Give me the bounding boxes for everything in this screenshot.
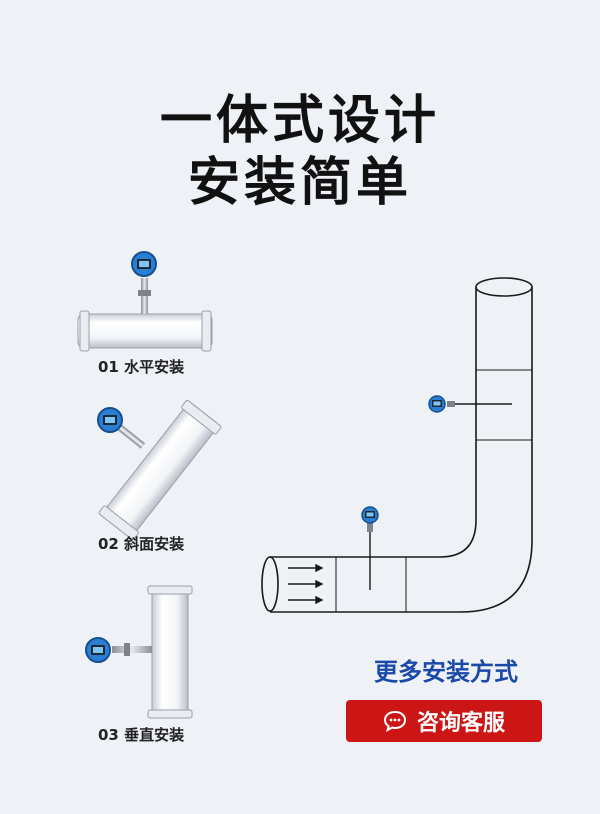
transmitter-head-icon [361,506,379,532]
horizontal-install-illustration [77,251,213,352]
consult-service-button[interactable]: 咨询客服 [346,700,542,742]
flow-arrows [288,563,324,605]
l-pipe-flow-diagram [261,277,533,613]
more-install-methods-link[interactable]: 更多安装方式 [374,658,518,686]
method-label-horizontal: 01 水平安装 [98,358,185,376]
transmitter-head-icon [131,251,157,277]
consult-service-label: 咨询客服 [416,711,505,736]
transmitter-head-icon [85,637,111,663]
headline-line-2: 安装简单 [187,153,412,213]
headline-line-1: 一体式设计 [159,91,440,151]
method-label-vertical: 03 垂直安装 [98,726,185,744]
inclined-install-illustration [97,400,222,540]
method-label-inclined: 02 斜面安装 [98,535,185,553]
transmitter-head-icon [428,395,455,413]
transmitter-head-icon [97,407,123,433]
vertical-install-illustration [85,585,193,719]
chat-bubble-icon [383,710,406,732]
